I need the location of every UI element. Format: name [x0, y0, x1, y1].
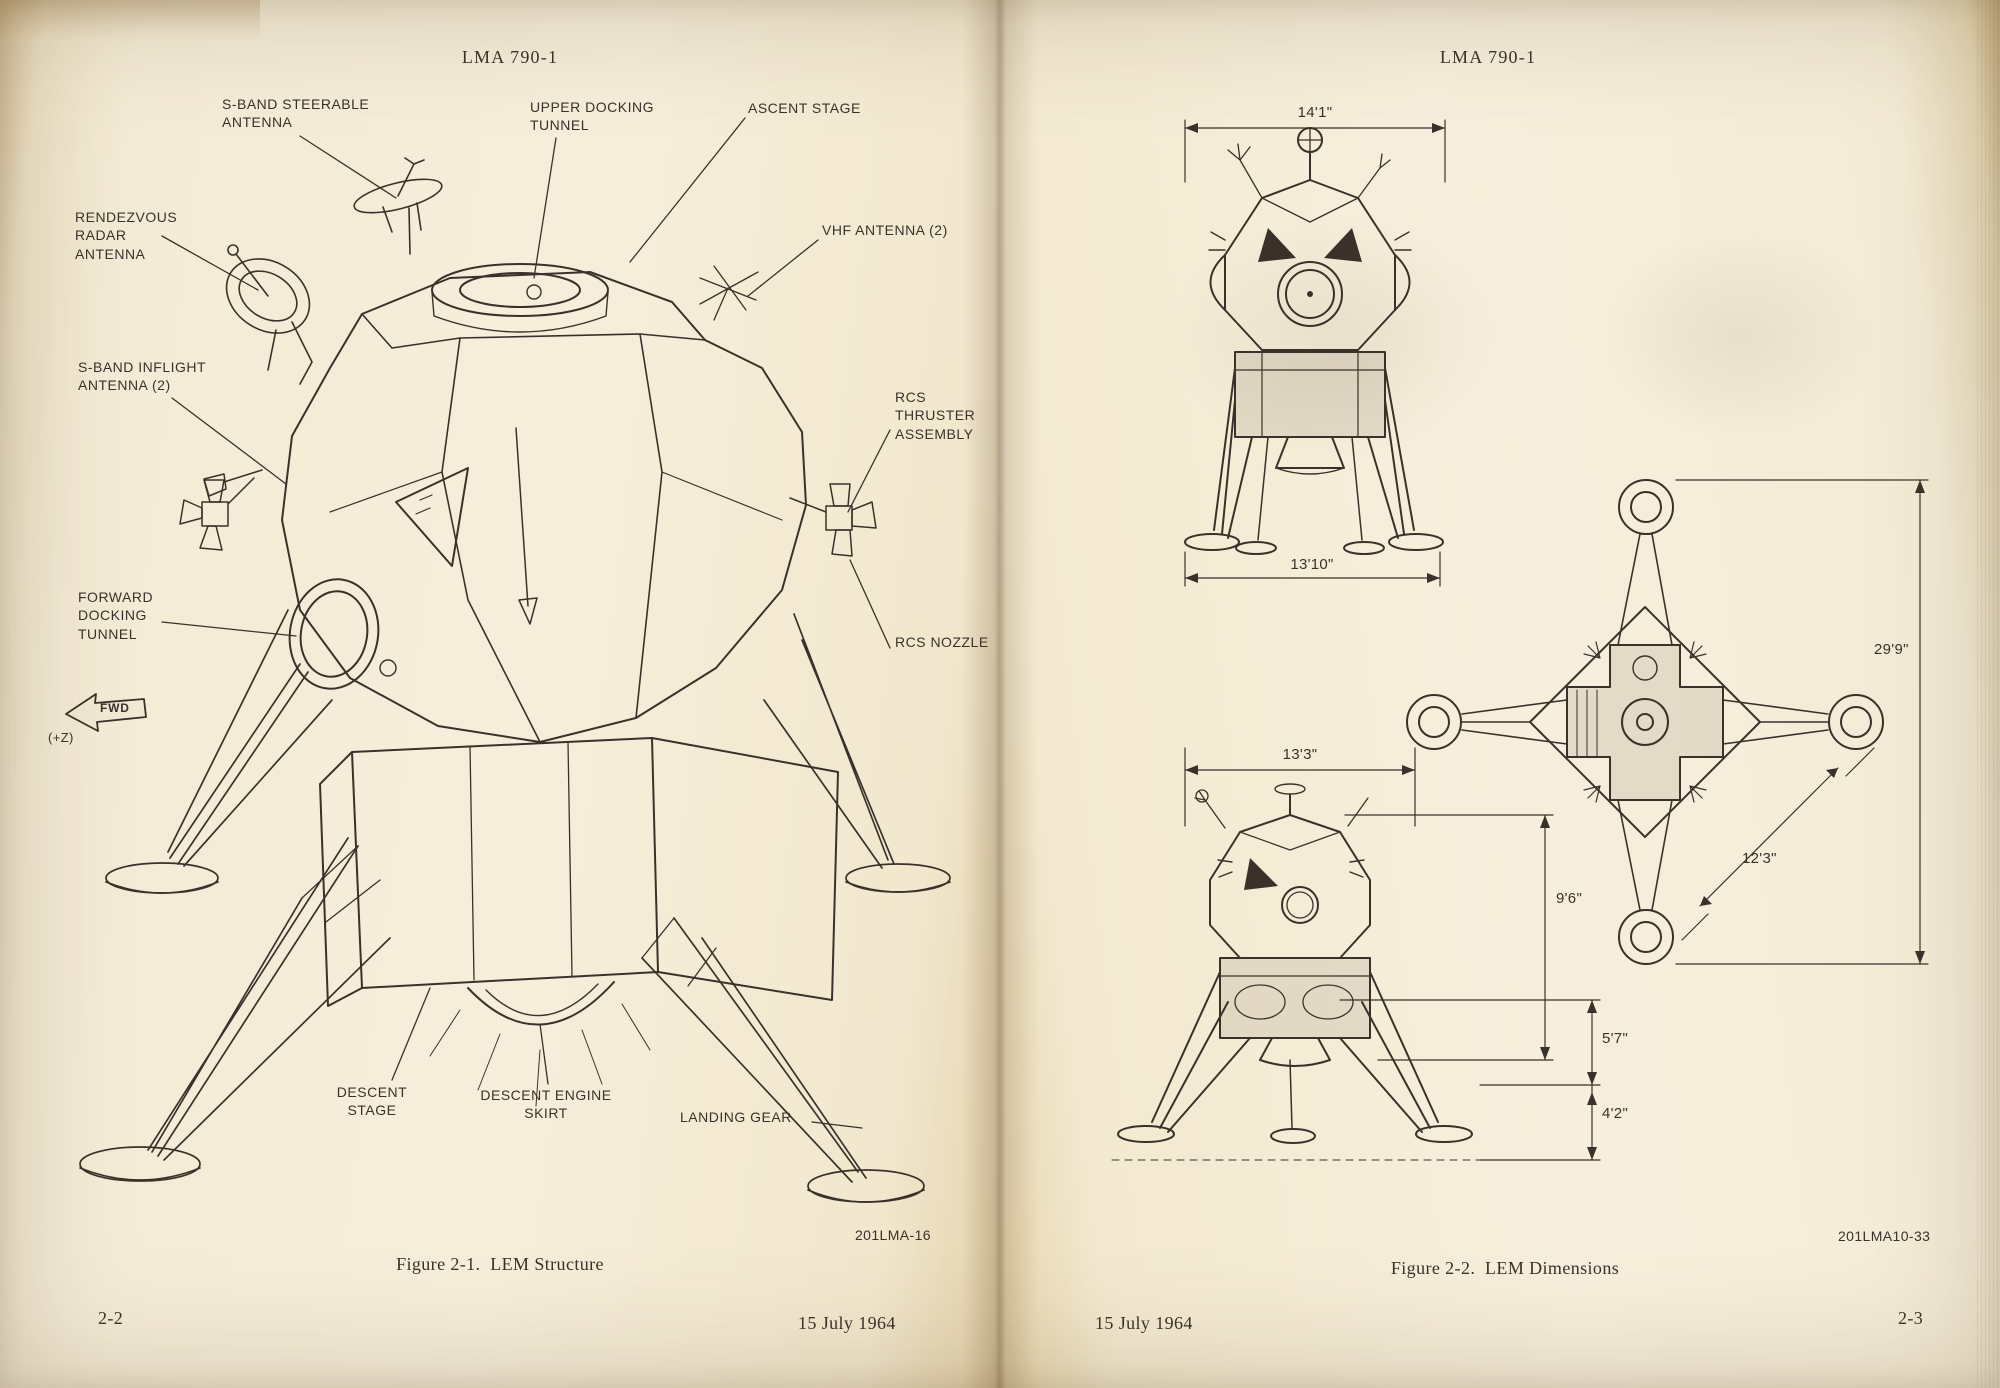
- dim-side-mid: 5'7": [1602, 1030, 1629, 1047]
- page-header-right: LMA 790-1: [1439, 47, 1537, 67]
- descent-stage-art: [319, 737, 839, 1107]
- date-left: 15 July 1964: [798, 1313, 896, 1333]
- dim-top-view-span: 29'9": [1874, 641, 1909, 658]
- drawing-number-left: 201LMA-16: [855, 1227, 931, 1243]
- ascent-stage-art: [281, 263, 807, 743]
- page-number-left: 2-2: [98, 1308, 124, 1328]
- rendezvous-radar-antenna-art: [225, 244, 313, 385]
- dim-side-gear: 4'2": [1602, 1105, 1629, 1122]
- leader-lines: [161, 117, 891, 1129]
- callout-s-band-steerable-antenna: S-BAND STEERABLE ANTENNA: [222, 96, 370, 131]
- side-view-art: [1111, 747, 1601, 1161]
- figure-caption-left: Figure 2-1. LEM Structure: [396, 1254, 604, 1274]
- callout-vhf-antenna: VHF ANTENNA (2): [822, 222, 948, 238]
- dim-side-top: 13'3": [1282, 746, 1318, 763]
- figure-caption-right: Figure 2-2. LEM Dimensions: [1390, 1258, 1620, 1278]
- dim-top-view-diag: 12'3": [1742, 850, 1777, 867]
- fwd-arrow-label: FWD: [100, 701, 130, 715]
- front-view-art: [1184, 119, 1446, 587]
- callout-descent-stage: DESCENT STAGE: [336, 1084, 408, 1119]
- z-axis-label: (+Z): [48, 730, 74, 745]
- callout-upper-docking-tunnel: UPPER DOCKING TUNNEL: [530, 99, 654, 134]
- callout-ascent-stage: ASCENT STAGE: [748, 100, 861, 116]
- callout-descent-engine-skirt: DESCENT ENGINE SKIRT: [480, 1087, 612, 1122]
- page-left: LMA 790-1 S-BAND STEERABLE ANTENNA UPPER…: [0, 0, 1000, 1388]
- top-view-art: [1406, 479, 1929, 965]
- s-band-inflight-antenna-art: [203, 427, 538, 625]
- fwd-arrow-icon: [65, 693, 147, 732]
- callout-rendezvous-radar-antenna: RENDEZVOUS RADAR ANTENNA: [75, 209, 178, 262]
- callout-rcs-thruster-assembly: RCS THRUSTER ASSEMBLY: [895, 389, 976, 442]
- date-right: 15 July 1964: [1095, 1313, 1193, 1333]
- landing-gear-art: [79, 609, 951, 1203]
- dim-front-bottom: 13'10": [1290, 556, 1334, 573]
- s-band-steerable-antenna-art: [353, 157, 443, 255]
- page-right: LMA 790-1 14'1" 13'10" 29'9" 12'3" 13'3"…: [1000, 0, 2000, 1388]
- page-number-right: 2-3: [1898, 1308, 1924, 1328]
- dim-side-height: 9'6": [1556, 890, 1583, 907]
- page-header-left: LMA 790-1: [461, 47, 559, 67]
- callout-rcs-nozzle: RCS NOZZLE: [895, 634, 989, 650]
- callout-s-band-inflight-antenna: S-BAND INFLIGHT ANTENNA (2): [78, 359, 207, 394]
- vhf-antenna-art: [699, 265, 759, 321]
- lem-structure-drawing: [65, 117, 951, 1203]
- drawing-number-right: 201LMA10-33: [1838, 1228, 1931, 1244]
- callout-landing-gear: LANDING GEAR: [680, 1109, 792, 1125]
- rcs-quad-right-art: [789, 483, 877, 557]
- callout-forward-docking-tunnel: FORWARD DOCKING TUNNEL: [78, 589, 154, 642]
- rcs-quad-left-art: [179, 477, 255, 551]
- dim-front-top: 14'1": [1297, 104, 1333, 121]
- lem-dimensions-drawing: [1111, 119, 1929, 1161]
